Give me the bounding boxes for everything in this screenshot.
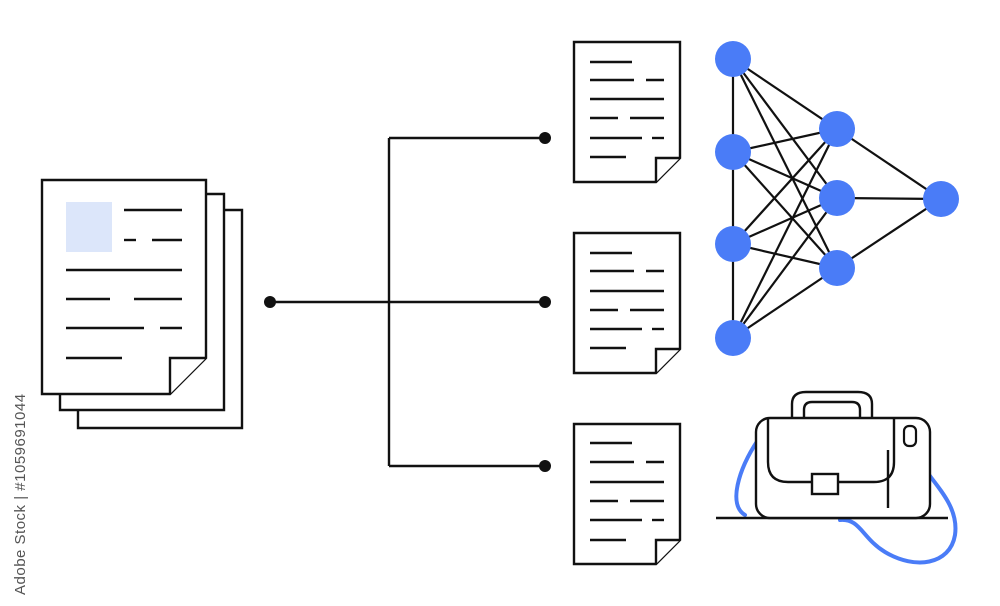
network-edge: [836, 198, 942, 269]
network-edge: [836, 128, 942, 200]
network-edge: [732, 128, 838, 245]
stock-image-id: Adobe Stock | #1059691044: [12, 393, 29, 595]
connector-end-dot: [539, 460, 551, 472]
branch-connector-icon: [264, 132, 551, 472]
usb-plug-icon: [902, 424, 918, 448]
image-placeholder-icon: [66, 202, 112, 252]
network-node: [819, 111, 855, 147]
network-edge: [732, 58, 838, 130]
network-edge: [732, 197, 838, 339]
network-edge: [732, 267, 838, 339]
network-node: [715, 320, 751, 356]
network-node: [923, 181, 959, 217]
network-node: [715, 41, 751, 77]
connector-end-dot: [539, 296, 551, 308]
network-edge: [732, 58, 838, 199]
neural-network-icon: [715, 41, 959, 356]
text-document-icon: [572, 422, 682, 566]
network-edge: [732, 128, 838, 339]
network-node: [715, 134, 751, 170]
briefcase-icon: [716, 390, 958, 565]
network-edge: [732, 196, 838, 246]
text-document-icon: [572, 40, 682, 184]
document-stack-icon: [40, 178, 244, 430]
connector-start-dot: [264, 296, 276, 308]
network-edge: [732, 58, 838, 269]
network-node: [715, 226, 751, 262]
text-document-icon: [572, 231, 682, 375]
network-edge: [732, 151, 838, 269]
network-edge: [732, 150, 838, 200]
cable-icon: [734, 438, 958, 565]
network-node: [819, 180, 855, 216]
connector-end-dot: [539, 132, 551, 144]
neural-network-nodes: [715, 41, 959, 356]
network-node: [819, 250, 855, 286]
